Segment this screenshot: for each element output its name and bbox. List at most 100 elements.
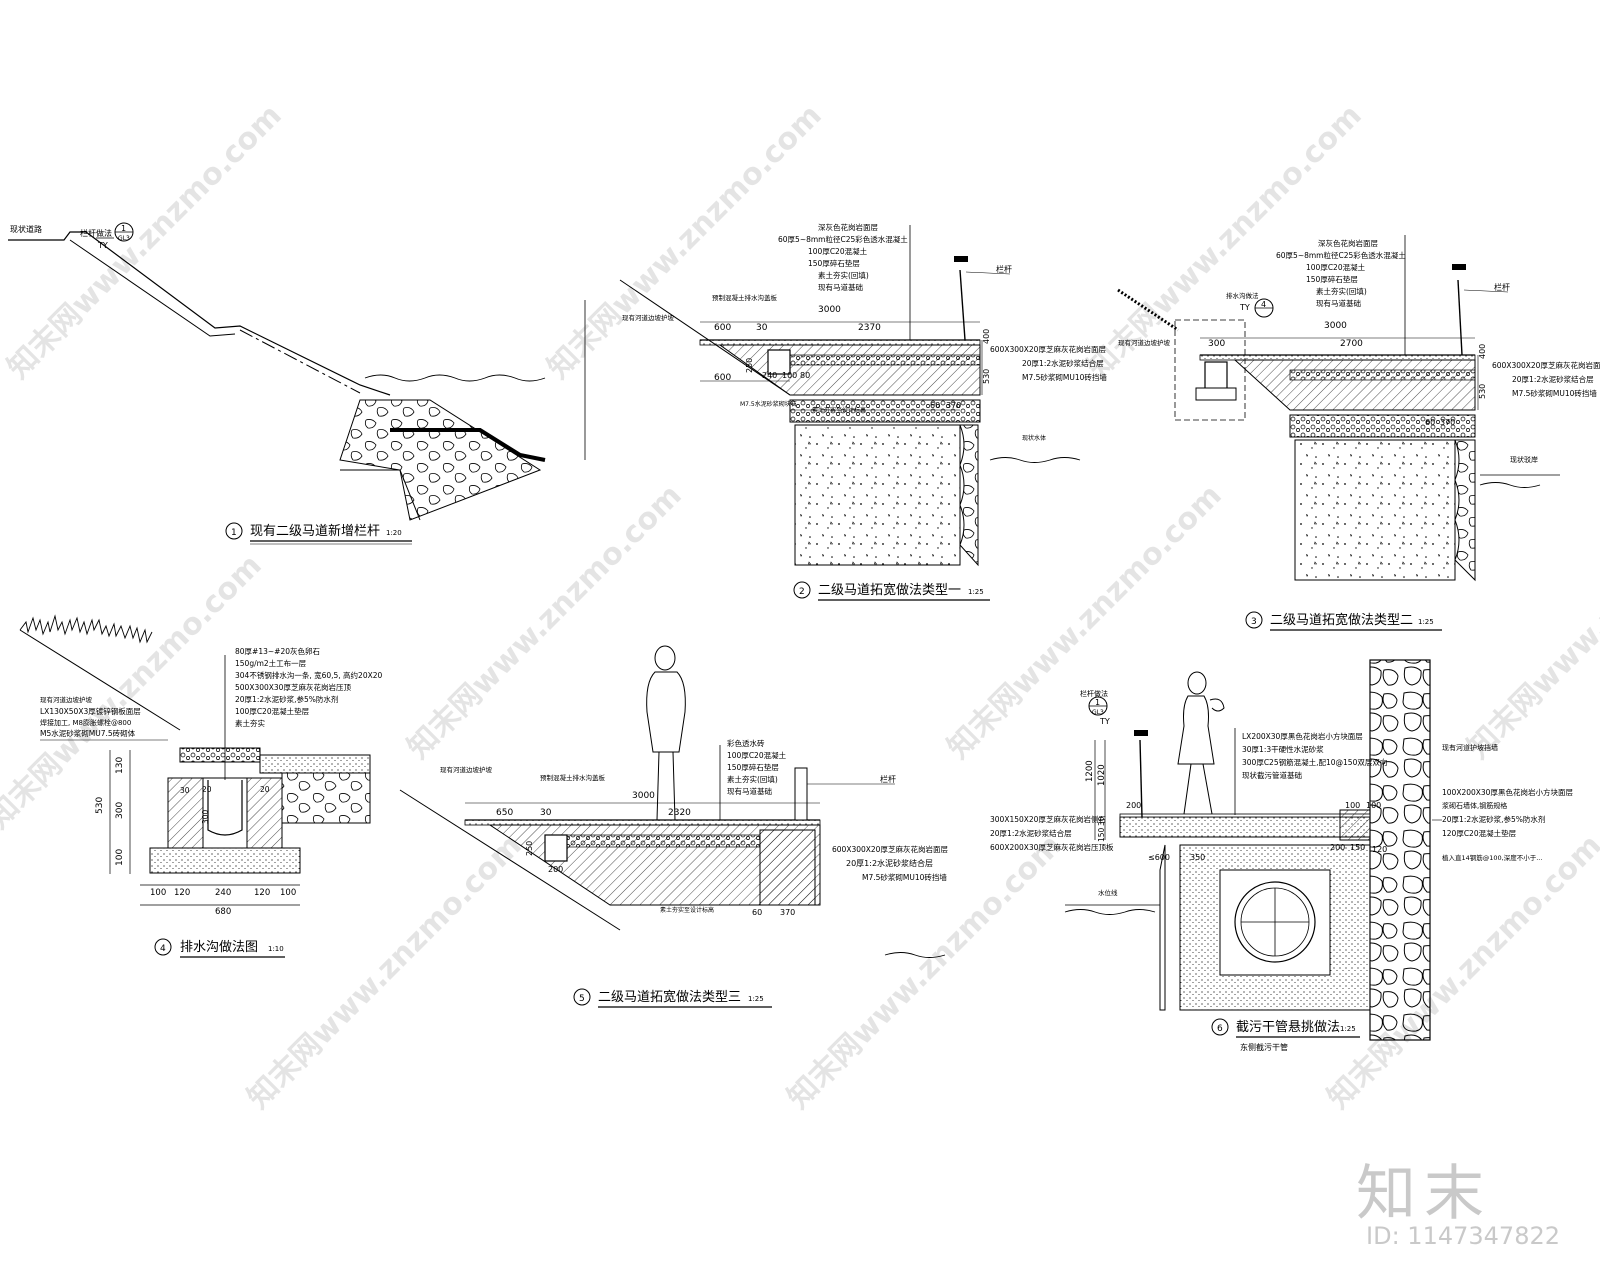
detail-number-bubble	[1245, 611, 1263, 629]
right-note: 120厚C20混凝土垫层	[1442, 828, 1517, 838]
dim-text: 2320	[668, 808, 691, 818]
layer-note: 现有马道基础	[1316, 298, 1361, 308]
detail-title: 二级马道拓宽做法类型一	[818, 582, 961, 598]
dim-text: 2370	[858, 323, 881, 333]
watermark-text: 知末网www.znzmo.com	[1461, 478, 1600, 766]
dim-text: 2700	[1340, 339, 1363, 349]
detail-scale: 1:10	[268, 945, 284, 953]
layer-note: 100厚C20混凝土	[727, 750, 787, 760]
bottom-note: 素土夯实至设计标高	[660, 906, 714, 914]
detail-number: 4	[160, 944, 166, 954]
dim-text: 200	[1126, 801, 1141, 810]
layer-note: 150厚碎石垫层	[727, 762, 779, 772]
dim-text: 60	[930, 401, 940, 410]
watermark-id: ID: 1147347822	[1366, 1222, 1560, 1250]
right-note: 20厚1:2水泥砂浆结合层	[1512, 374, 1594, 384]
layer-note: 60厚5~8mm粒径C25彩色透水混凝土	[778, 234, 908, 244]
label-rail: 栏杆	[1494, 282, 1510, 292]
dim-text: 100	[782, 371, 797, 380]
left-note: 20厚1:2水泥砂浆结合层	[990, 828, 1072, 838]
dim-text: 600	[714, 373, 731, 383]
layer-note: LX200X30厚黑色花岗岩小方块面层	[1242, 731, 1363, 741]
dim-text: 60	[1425, 418, 1435, 427]
layer-note: 300厚C25钢筋混凝土,配10@150双层双向	[1242, 757, 1387, 767]
right-note: M7.5砂浆砌MU10砖挡墙	[1022, 372, 1107, 382]
human-figure	[646, 645, 686, 821]
dim-text: 400	[1478, 344, 1487, 359]
ref-code: TY	[1099, 717, 1110, 726]
detail-number: 5	[579, 994, 585, 1004]
right-note: 20厚1:2水泥砂浆结合层	[1022, 358, 1104, 368]
dim-text: 650	[496, 808, 513, 818]
dim-text: 370	[780, 908, 795, 917]
detail-number: 6	[1217, 1024, 1223, 1034]
dim-text: 100	[150, 888, 166, 898]
dim-text: 60	[752, 908, 762, 917]
right-note: M7.5砂浆砌MU10砖挡墙	[862, 872, 947, 882]
layer-note: 150厚碎石垫层	[808, 258, 860, 268]
drain-channel	[767, 349, 791, 375]
dim-text: 530	[1478, 384, 1487, 399]
left-note: LX130X50X3厚镀锌钢板面层	[40, 706, 141, 716]
label-rail: 栏杆做法	[80, 228, 112, 238]
right-note: 20厚1:2水泥砂浆结合层	[846, 858, 933, 868]
drain-channel	[207, 780, 243, 836]
left-note: 300X150X20厚芝麻灰花岗岩侧石	[990, 814, 1106, 824]
detail-number: 3	[1251, 617, 1257, 627]
layer-note: 60厚5~8mm粒径C25彩色透水混凝土	[1276, 250, 1406, 260]
detail-title: 二级马道拓宽做法类型二	[1270, 612, 1413, 628]
dim-text: 600	[714, 323, 731, 333]
dim-text: 30	[540, 808, 552, 818]
watermark-logo: 知末	[1356, 1159, 1492, 1229]
dim-text: 350	[1190, 853, 1205, 862]
dim-text: 530	[95, 797, 105, 814]
layer-note: 彩色透水砖	[727, 738, 765, 748]
dim-text: 400	[982, 329, 991, 344]
right-note: 浆砌石墙体,钢筋规格	[1442, 801, 1507, 810]
right-note: 100X200X30厚黑色花岗岩小方块面层	[1442, 787, 1573, 797]
layer-note: 20厚1:2水泥砂浆,参5%防水剂	[235, 694, 338, 704]
layer-note: 150g/m2土工布一层	[235, 658, 307, 668]
bottom-note: 现状水体	[1022, 434, 1046, 442]
watermark-text: 知末网www.znzmo.com	[401, 478, 689, 766]
ref-num: 1	[121, 224, 126, 233]
dim-text: 80	[800, 371, 810, 380]
detail-4: 80厚#13~#20灰色卵石 150g/m2土工布一层 304不锈钢排水沟一条,…	[19, 614, 383, 958]
detail-scale: 1:25	[1418, 618, 1434, 626]
layer-note: 100厚C20混凝土	[1306, 262, 1366, 272]
label-rail: 栏杆做法	[1080, 689, 1108, 698]
dim-text: 250	[525, 841, 534, 856]
right-note: 600X300X20厚芝麻灰花岗岩面层	[1492, 360, 1600, 370]
detail-title: 二级马道拓宽做法类型三	[598, 989, 741, 1005]
label-road: 现状道路	[10, 224, 42, 234]
label-water: 水位线	[1098, 888, 1118, 897]
detail-scale: 1:20	[386, 529, 402, 537]
label-rail: 栏杆	[880, 774, 896, 784]
layer-note: 素土夯实	[235, 718, 265, 728]
layer-note: 素土夯实(回填)	[818, 270, 869, 280]
dim-text: 200	[548, 865, 563, 874]
dim-text: 240	[215, 888, 231, 898]
label-drain: 预制混凝土排水沟盖板	[540, 773, 606, 782]
detail-3: 深灰色花岗岩面层 60厚5~8mm粒径C25彩色透水混凝土 100厚C20混凝土…	[1117, 235, 1600, 631]
watermark-text: 知末网www.znzmo.com	[781, 828, 1069, 1116]
dim-text: 1020	[1097, 764, 1107, 786]
ref-sheet: GL3	[118, 235, 130, 242]
ref-num: 1	[1095, 698, 1100, 707]
left-note: M5水泥砂浆砌MU7.5砖砌体	[40, 728, 136, 738]
detail-number-bubble	[1211, 1018, 1229, 1036]
dim-text: 150	[1350, 843, 1365, 852]
layer-note: 100厚C20混凝土垫层	[235, 706, 310, 716]
detail-title: 截污干管悬挑做法	[1236, 1020, 1340, 1035]
watermark-text: 知末网www.znzmo.com	[1, 98, 289, 386]
detail-number: 1	[231, 528, 237, 538]
left-note: 焊接加工, M8膨胀螺栓@800	[40, 718, 131, 727]
label-slope: 现有河道边坡护坡	[622, 313, 675, 322]
ref-sheet: GL3	[1092, 709, 1104, 716]
right-note: M7.5砂浆砌MU10砖挡墙	[1512, 388, 1597, 398]
detail-scale: 1:25	[1340, 1025, 1356, 1033]
dim-text: 100	[1345, 801, 1360, 810]
dim-text: 680	[215, 907, 231, 917]
detail-number-bubble	[793, 581, 811, 599]
